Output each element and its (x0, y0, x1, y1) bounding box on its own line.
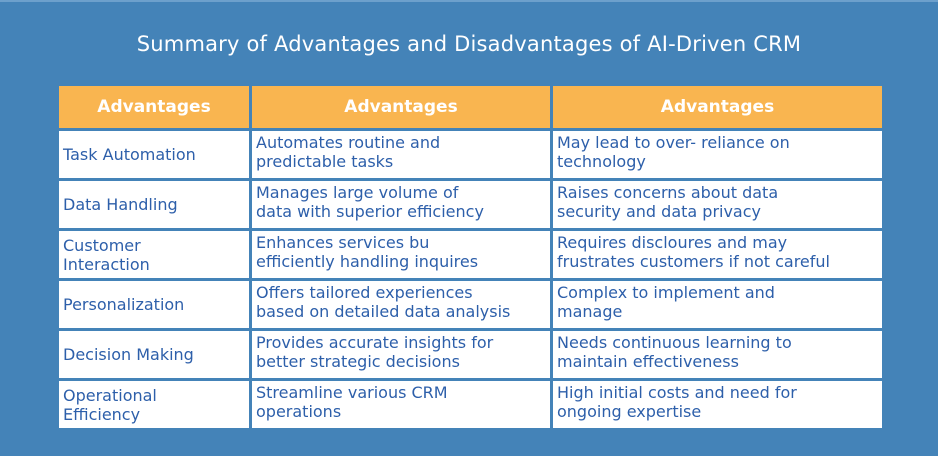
row-label-cell: Decision Making (59, 331, 249, 378)
advantage-text: Streamline various CRM operations (256, 383, 448, 421)
disadvantage-cell: Complex to implement and manage (553, 281, 882, 328)
advantage-cell: Enhances services bu efficiently handlin… (252, 231, 550, 278)
disadvantage-text: High initial costs and need for ongoing … (557, 383, 797, 421)
row-label-cell: Task Automation (59, 131, 249, 178)
advantage-cell: Manages large volume of data with superi… (252, 181, 550, 228)
row-label-cell: Operational Efficiency (59, 381, 249, 428)
advantage-text: Enhances services bu efficiently handlin… (256, 233, 479, 271)
top-border-line (0, 0, 938, 2)
table-row: Personalization Offers tailored experien… (59, 281, 882, 328)
header-row: Advantages Advantages Advantages (59, 86, 882, 128)
row-label: Decision Making (63, 345, 194, 364)
row-label-cell: Customer Interaction (59, 231, 249, 278)
header-cell-2: Advantages (252, 86, 550, 128)
disadvantage-cell: Requires discloures and may frustrates c… (553, 231, 882, 278)
page-title: Summary of Advantages and Disadvantages … (136, 32, 802, 56)
disadvantage-text: Raises concerns about data security and … (557, 183, 779, 221)
advantage-cell: Offers tailored experiences based on det… (252, 281, 550, 328)
disadvantage-cell: High initial costs and need for ongoing … (553, 381, 882, 428)
row-label: Customer Interaction (63, 235, 150, 274)
row-label-cell: Personalization (59, 281, 249, 328)
table-row: Customer Interaction Enhances services b… (59, 231, 882, 278)
row-label: Operational Efficiency (63, 385, 157, 424)
disadvantage-cell: May lead to over- reliance on technology (553, 131, 882, 178)
advantage-text: Offers tailored experiences based on det… (256, 283, 511, 321)
advantage-cell: Provides accurate insights for better st… (252, 331, 550, 378)
table-row: Task Automation Automates routine and pr… (59, 131, 882, 178)
disadvantage-cell: Needs continuous learning to maintain ef… (553, 331, 882, 378)
table-row: Data Handling Manages large volume of da… (59, 181, 882, 228)
header-cell-1: Advantages (59, 86, 249, 128)
row-label: Task Automation (63, 145, 196, 164)
disadvantage-text: Needs continuous learning to maintain ef… (557, 333, 792, 371)
table-row: Operational Efficiency Streamline variou… (59, 381, 882, 428)
row-label-cell: Data Handling (59, 181, 249, 228)
disadvantage-cell: Raises concerns about data security and … (553, 181, 882, 228)
advantage-text: Automates routine and predictable tasks (256, 133, 441, 171)
advantage-cell: Streamline various CRM operations (252, 381, 550, 428)
header-cell-3: Advantages (553, 86, 882, 128)
row-label: Data Handling (63, 195, 178, 214)
advantage-text: Manages large volume of data with superi… (256, 183, 484, 221)
disadvantage-text: May lead to over- reliance on technology (557, 133, 790, 171)
table-row: Decision Making Provides accurate insigh… (59, 331, 882, 378)
row-label: Personalization (63, 295, 185, 314)
advantage-text: Provides accurate insights for better st… (256, 333, 494, 371)
advantage-cell: Automates routine and predictable tasks (252, 131, 550, 178)
summary-table: Advantages Advantages Advantages Task Au… (56, 83, 885, 431)
disadvantage-text: Requires discloures and may frustrates c… (557, 233, 830, 271)
disadvantage-text: Complex to implement and manage (557, 283, 775, 321)
